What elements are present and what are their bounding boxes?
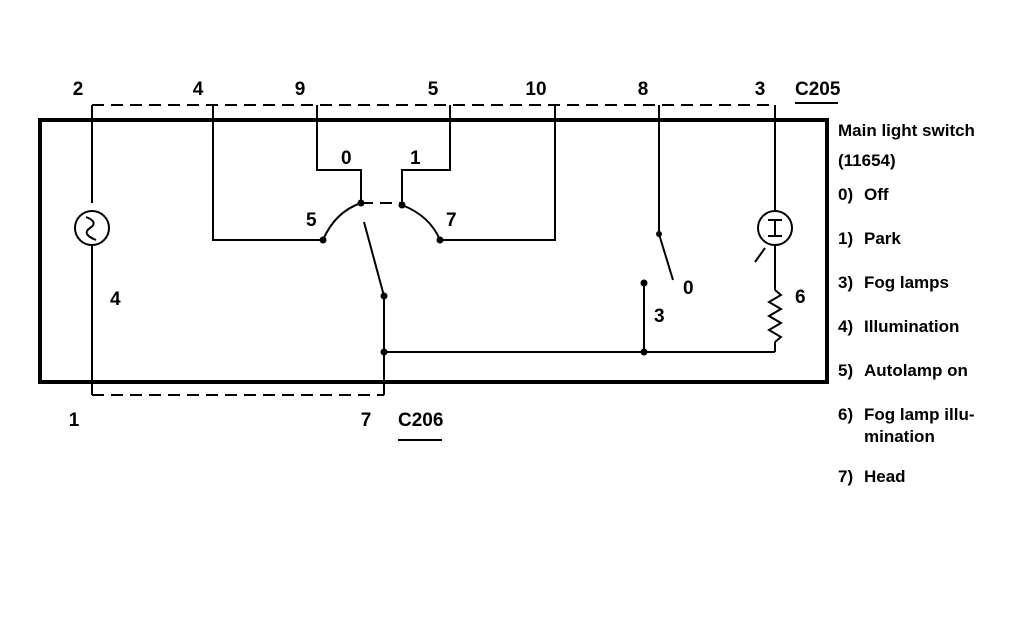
pin-label-9: 9 <box>295 79 306 100</box>
pin-label-5: 5 <box>428 79 439 100</box>
legend: Main light switch (11654) 0) Off 1) Park… <box>838 118 1018 510</box>
pin-label-7: 7 <box>361 410 372 431</box>
switch-position-7: 7 <box>446 210 457 231</box>
lamp-left-icon <box>74 210 110 246</box>
connector-label-c205: C205 <box>795 79 841 100</box>
wire-pin-5 <box>401 105 451 205</box>
contact-7 <box>436 236 444 244</box>
switch-wiper <box>363 221 385 297</box>
legend-item-key: 1) <box>838 229 854 248</box>
junction-fog <box>640 348 648 356</box>
legend-item-text: Park <box>864 229 901 248</box>
pin-label-8: 8 <box>638 79 649 100</box>
legend-item-key: 4) <box>838 317 854 336</box>
fog-switch-label-3: 3 <box>654 306 665 327</box>
switch-position-5: 5 <box>306 210 317 231</box>
pin-label-10: 10 <box>525 79 546 100</box>
resistor-icon <box>767 289 783 343</box>
switch-arc-right <box>401 204 441 241</box>
fog-switch-label-0: 0 <box>683 278 694 299</box>
legend-item-key: 7) <box>838 467 854 486</box>
resistor-label-6: 6 <box>795 287 806 308</box>
wire-pin-10 <box>440 105 556 241</box>
legend-item-text: Head <box>864 467 906 486</box>
switch-arc-left <box>322 202 362 241</box>
legend-item-text: Fog lamps <box>864 273 950 292</box>
legend-item-key: 6) <box>838 405 854 424</box>
legend-item: 3) Fog lamps <box>838 272 1018 294</box>
legend-item-text: Autolamp on <box>864 361 968 380</box>
switch-position-1: 1 <box>410 148 421 169</box>
lamp-left-label: 4 <box>110 289 121 310</box>
legend-item: 6) Fog lamp illu- mination <box>838 404 1018 448</box>
legend-title: Main light switch <box>838 121 975 140</box>
pin-label-4: 4 <box>193 79 204 100</box>
lamp-right-arrow <box>754 247 766 263</box>
legend-part-number: (11654) <box>838 151 896 170</box>
legend-item: 1) Park <box>838 228 1018 250</box>
wire-pin-9 <box>316 105 362 203</box>
contact-5 <box>319 236 327 244</box>
legend-item-key: 3) <box>838 273 854 292</box>
legend-item-key: 5) <box>838 361 854 380</box>
legend-item-text: Off <box>864 185 889 204</box>
wire-pin-4 <box>212 105 323 241</box>
legend-item-text: Fog lamp illu- mination <box>864 405 975 446</box>
contact-1 <box>398 201 406 209</box>
pin-label-2: 2 <box>73 79 84 100</box>
connector-label-c206: C206 <box>398 410 443 431</box>
legend-item: 5) Autolamp on <box>838 360 1018 382</box>
legend-item: 4) Illumination <box>838 316 1018 338</box>
pin-label-1: 1 <box>69 410 80 431</box>
lamp-left-filament <box>85 216 97 241</box>
legend-item-text: Illumination <box>864 317 960 336</box>
switch-housing <box>38 118 829 384</box>
switch-position-0: 0 <box>341 148 352 169</box>
fog-switch-blade <box>658 233 674 281</box>
legend-item: 7) Head <box>838 466 1018 488</box>
contact-0 <box>357 199 365 207</box>
legend-item: 0) Off <box>838 184 1018 206</box>
legend-item-key: 0) <box>838 185 854 204</box>
pin-label-3: 3 <box>755 79 766 100</box>
